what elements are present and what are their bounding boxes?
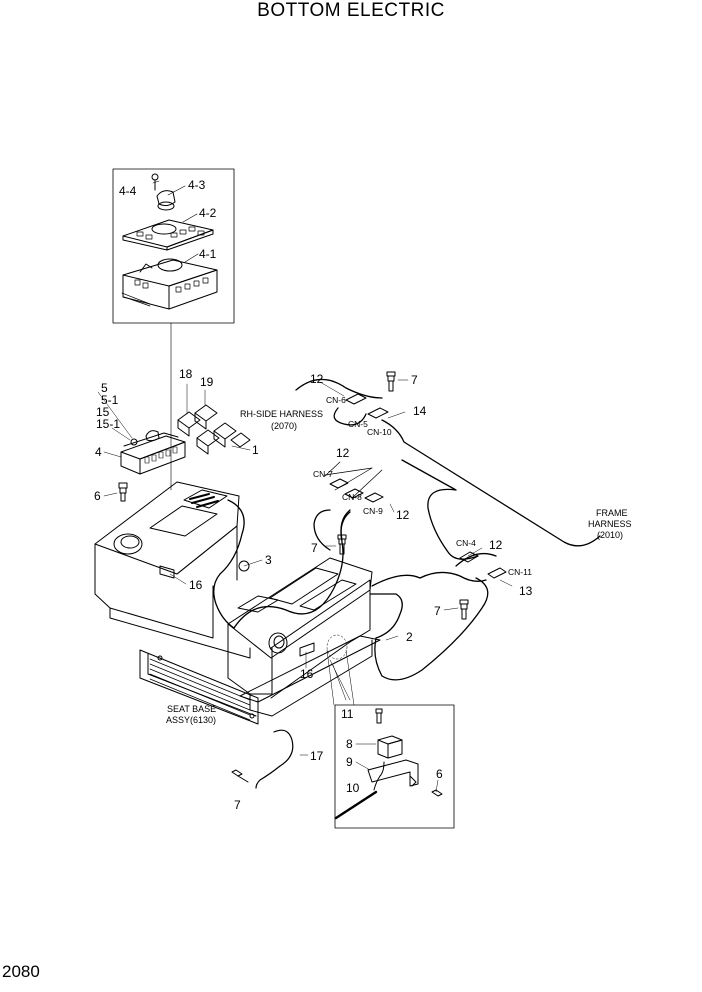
callout: 7 (311, 541, 318, 555)
callout: 16 (300, 667, 314, 681)
callout: 4-3 (188, 178, 206, 192)
callout: 17 (310, 749, 324, 763)
callout: 12 (336, 446, 350, 460)
callout: 7 (434, 604, 441, 618)
frame-harness-ref: (2010) (597, 530, 623, 540)
seat-base-label: SEAT BASE (167, 704, 216, 714)
connector-label: CN-11 (508, 567, 532, 577)
connector-tags: CN-6 CN-5 CN-10 CN-7 CN-8 CN-9 CN-4 CN-1… (313, 395, 532, 577)
seat-switch-inset (334, 704, 455, 829)
callout: 11 (341, 707, 354, 721)
switch-panel-assembly (97, 391, 186, 475)
callout: 15-1 (96, 417, 120, 431)
connector-label: CN-5 (348, 419, 368, 429)
callout: 19 (200, 375, 214, 389)
left-console-box (94, 481, 251, 659)
connector-label: CN-6 (326, 395, 346, 405)
rh-side-harness-label: RH-SIDE HARNESS (240, 409, 323, 419)
diagram-title: BOTTOM ELECTRIC (257, 0, 445, 21)
callout: 5-1 (101, 393, 119, 407)
callout: 18 (179, 367, 193, 381)
connector-label: CN-7 (313, 469, 333, 479)
wire-17 (255, 729, 294, 789)
frame-harness-label-2: HARNESS (588, 519, 632, 529)
callout: 3 (265, 553, 272, 567)
callout: 9 (346, 755, 353, 769)
callout: 6 (436, 767, 443, 781)
harness-notes: RH-SIDE HARNESS (2070) FRAME HARNESS (20… (166, 409, 632, 725)
harness-wires (213, 378, 601, 681)
connector-label: CN-9 (363, 506, 383, 516)
connector-label: CN-4 (456, 538, 476, 548)
switch-panel-inset (112, 168, 235, 324)
connector-label: CN-8 (342, 492, 362, 502)
callout: 4-2 (199, 206, 217, 220)
rocker-switches (177, 383, 251, 455)
callout: 2 (406, 630, 413, 644)
page-number: 2080 (2, 962, 40, 981)
frame-harness-label: FRAME (596, 508, 628, 518)
bolts-7 (231, 371, 469, 783)
seat-base-ref: ASSY(6130) (166, 715, 216, 725)
callout: 4 (95, 445, 102, 459)
callout: 16 (189, 578, 203, 592)
callout: 7 (234, 798, 241, 812)
right-console-box (139, 557, 381, 725)
callout: 10 (346, 781, 360, 795)
callout-labels: 4-4 4-3 4-2 4-1 5 5-1 15 15-1 4 6 18 19 … (94, 178, 533, 812)
callout: 7 (411, 373, 418, 387)
connector-label: CN-10 (367, 427, 392, 437)
zoom-cone (326, 634, 355, 706)
callout: 13 (519, 584, 533, 598)
connector-clips (319, 381, 513, 587)
callout: 4-4 (119, 184, 137, 198)
leader-lines (169, 545, 459, 669)
callout: 12 (489, 538, 503, 552)
callout: 12 (396, 508, 410, 522)
callout: 14 (413, 404, 427, 418)
callout: 5 (101, 381, 108, 395)
callout: 12 (310, 372, 324, 386)
callout: 8 (346, 737, 353, 751)
callout: 4-1 (199, 247, 217, 261)
callout: 1 (252, 443, 259, 457)
callout: 15 (96, 405, 110, 419)
bolt-6 (103, 482, 128, 502)
rh-side-harness-ref: (2070) (271, 421, 297, 431)
callout: 6 (94, 489, 101, 503)
